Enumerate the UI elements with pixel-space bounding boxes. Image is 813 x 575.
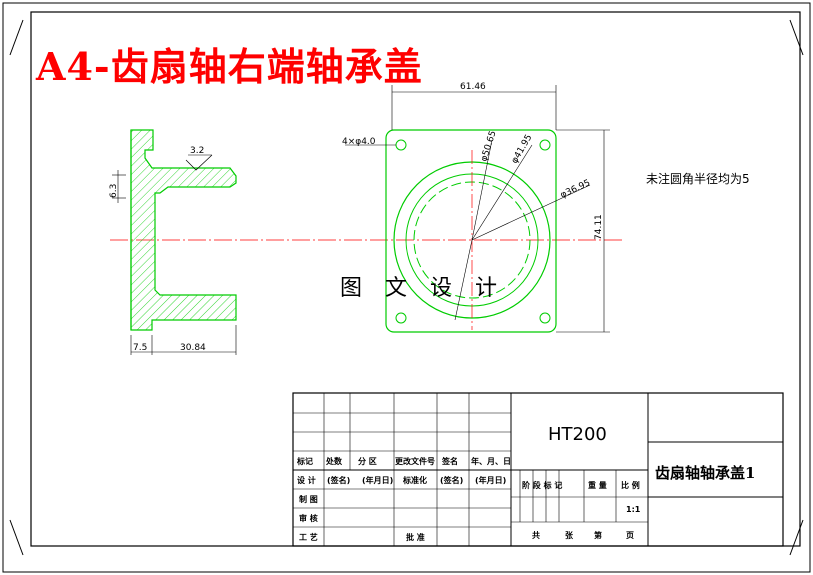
- dim-plate-height: 74.11: [594, 214, 604, 240]
- corner-marks: [9, 19, 804, 556]
- tb-design-date: (年月日): [362, 476, 394, 485]
- section-view: 7.5 30.84 6.3 3.2: [109, 129, 237, 355]
- tb-design: 设 计: [297, 476, 316, 485]
- material-label: HT200: [548, 424, 607, 445]
- dim-flange-text: 7.5: [133, 343, 147, 353]
- tb-scale: 比 例: [621, 481, 640, 490]
- roughness-symbol: [185, 154, 213, 171]
- tb-date: 年、月、日: [471, 457, 511, 466]
- title-block-grid: [292, 392, 784, 547]
- tb-no: 第: [594, 531, 602, 540]
- roughness-text: 3.2: [190, 146, 204, 156]
- tb-sheets: 张: [565, 531, 573, 540]
- tb-standard-sign: (签名): [440, 476, 464, 485]
- dim-wall-text: 6.3: [109, 184, 119, 198]
- dim-d-outer: φ50.65: [479, 130, 498, 163]
- tb-design-sign: (签名): [327, 476, 351, 485]
- drawing-title: A4-齿扇轴右端轴承盖: [36, 44, 423, 89]
- section-body: [130, 129, 237, 331]
- tb-stage: 阶 段 标 记: [522, 481, 563, 490]
- tb-approve: 批 准: [406, 533, 425, 542]
- dim-plate-width: 61.46: [460, 82, 486, 92]
- watermark-text: 图 文 设 计: [340, 276, 505, 301]
- tb-count: 处数: [326, 457, 342, 466]
- tb-mark: 标记: [297, 457, 313, 466]
- dim-width-text: 30.84: [180, 343, 206, 353]
- tb-standard-date: (年月日): [475, 476, 507, 485]
- tb-process: 工 艺: [299, 533, 318, 542]
- dim-d-inner: φ36.95: [559, 178, 592, 200]
- tb-page: 页: [626, 531, 634, 540]
- tb-total: 共: [532, 531, 540, 540]
- fillet-note: 未注圆角半径均为5: [646, 172, 750, 186]
- scale-value: 1:1: [626, 505, 641, 514]
- tb-zone: 分 区: [358, 457, 377, 466]
- tb-standard: 标准化: [403, 476, 427, 485]
- tb-weight: 重 量: [588, 481, 607, 490]
- part-name: 齿扇轴轴承盖1: [655, 464, 756, 482]
- tb-draw: 制 图: [299, 495, 318, 504]
- tb-change-doc: 更改文件号: [395, 457, 435, 466]
- tb-sign: 签名: [442, 457, 458, 466]
- plate-outline: [385, 129, 557, 333]
- dim-holes: 4×φ4.0: [342, 137, 376, 147]
- tb-review: 审 核: [299, 514, 318, 523]
